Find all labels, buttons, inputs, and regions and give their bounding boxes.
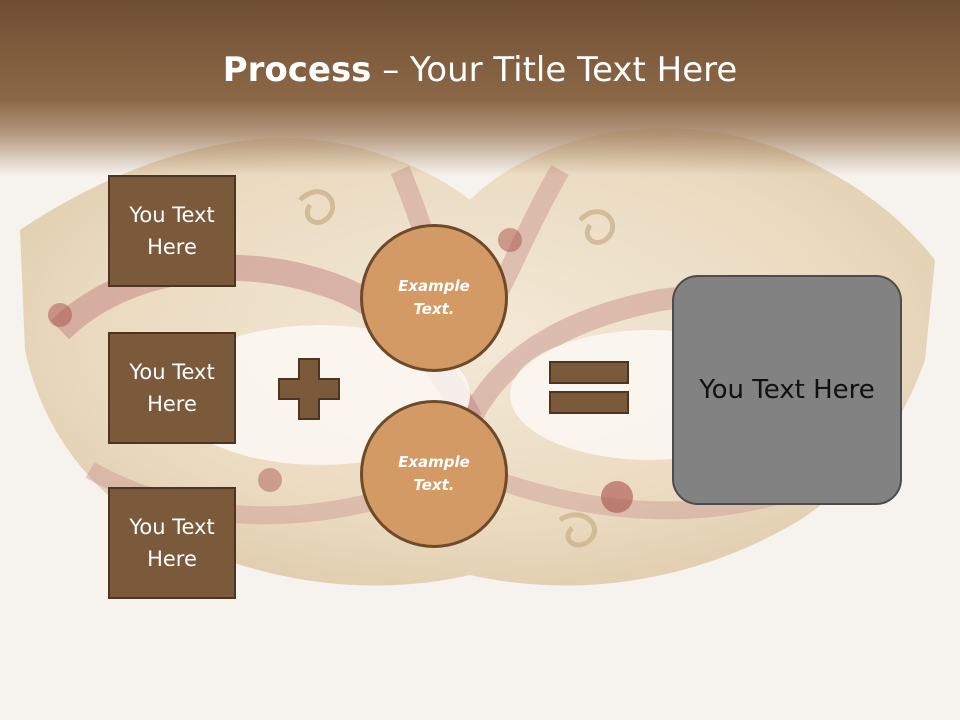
title-bold: Process [222, 50, 372, 90]
example-circle-1: Example Text. [360, 224, 508, 372]
equals-icon [549, 361, 629, 414]
example-circle-2: Example Text. [360, 400, 508, 548]
plus-icon [278, 358, 340, 420]
input-box-1: You Text Here [108, 175, 236, 287]
title-rest: – Your Title Text Here [371, 50, 738, 90]
header-band [0, 0, 960, 175]
result-box: You Text Here [672, 275, 902, 505]
slide-title: Process – Your Title Text Here [0, 50, 960, 90]
input-box-3: You Text Here [108, 487, 236, 599]
input-box-2: You Text Here [108, 332, 236, 444]
